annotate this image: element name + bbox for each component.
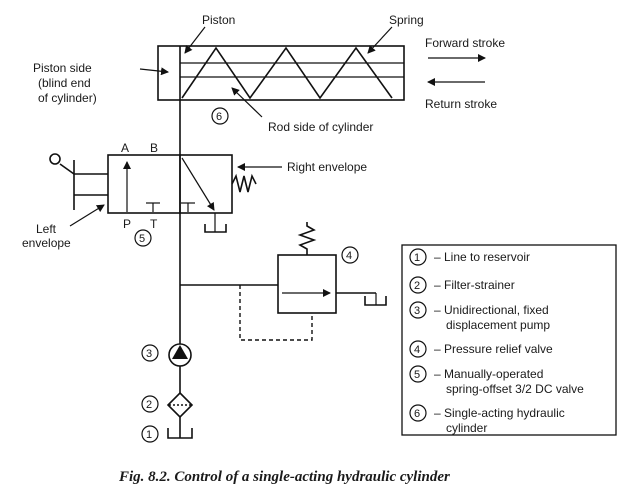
filter-body [166, 391, 194, 419]
port-a-label: A [121, 141, 129, 155]
marker-3 [141, 344, 159, 362]
legend-item: 2 – Filter-strainer [409, 276, 515, 294]
marker-2-text: 2 [146, 399, 152, 411]
pressure-relief-valve [239, 222, 387, 341]
legend-item-text: cylinder [446, 421, 487, 435]
legend-marker [409, 404, 427, 422]
legend-marker [409, 365, 427, 383]
flow-arrow-a-to-t [181, 157, 215, 211]
spring-leader [367, 26, 393, 54]
piston-side-label: Piston side [33, 61, 92, 75]
relief-pilot-line [239, 285, 313, 341]
left-envelope-label: envelope [22, 236, 71, 250]
piston-side-label: (blind end [38, 76, 91, 90]
hydraulic-cylinder [157, 45, 405, 101]
legend-marker-number: 3 [414, 305, 420, 317]
spring-label: Spring [389, 13, 424, 27]
legend-marker [409, 248, 427, 266]
port-t-label: T [150, 217, 158, 231]
port-p-label: P [123, 217, 131, 231]
valve-return-spring [231, 173, 257, 193]
marker-1 [141, 425, 159, 443]
marker-1-text: 1 [146, 429, 152, 441]
legend-item-text: – Single-acting hydraulic [434, 406, 565, 420]
marker-4-text: 4 [346, 250, 352, 262]
legend-marker-number: 4 [414, 344, 420, 356]
left-envelope-leader [69, 204, 105, 227]
legend-marker [409, 276, 427, 294]
filter-strainer [166, 391, 194, 419]
piston-side-leader [139, 67, 169, 76]
rod-side-leader [231, 87, 263, 118]
pump [168, 343, 192, 367]
pump-arrow [172, 345, 188, 359]
figure-caption: Fig. 8.2. Control of a single-acting hyd… [118, 469, 450, 485]
rod-side-label: Rod side of cylinder [268, 120, 373, 134]
piston-label: Piston [202, 13, 235, 27]
piston-side-label: of cylinder) [38, 91, 97, 105]
relief-spring [297, 222, 317, 255]
forward-stroke-label: Forward stroke [425, 36, 505, 50]
legend-marker-number: 2 [414, 280, 420, 292]
legend-marker-number: 5 [414, 369, 420, 381]
cylinder-barrel [157, 45, 405, 101]
marker-6-text: 6 [216, 111, 222, 123]
port-b-label: B [150, 141, 158, 155]
legend-item: 4 – Pressure relief valve [409, 340, 553, 358]
marker-2 [141, 395, 159, 413]
legend-item: 1 – Line to reservoir [409, 248, 530, 266]
spring-zigzag [181, 46, 393, 100]
return-stroke-label: Return stroke [425, 97, 497, 111]
legend-item-text: – Pressure relief valve [434, 342, 553, 356]
legend-item-text: – Unidirectional, fixed [434, 303, 549, 317]
marker-5-text: 5 [139, 233, 145, 245]
valve-left-envelope [107, 154, 181, 214]
legend-marker-number: 6 [414, 408, 420, 420]
legend-marker-number: 1 [414, 252, 420, 264]
left-envelope-label: Left [36, 222, 57, 236]
piston-leader [184, 26, 206, 54]
legend-list: 1 – Line to reservoir 2 – Filter-strainer 3 –… [409, 248, 584, 435]
directional-control-valve [107, 154, 233, 214]
lever-knob [49, 153, 61, 165]
marker-3-text: 3 [146, 348, 152, 360]
legend-marker [409, 301, 427, 319]
legend-box [401, 244, 617, 436]
legend-item-text: – Manually-operated [434, 367, 543, 381]
marker-5 [134, 229, 152, 247]
legend-item-text: – Line to reservoir [434, 250, 530, 264]
right-envelope-label: Right envelope [287, 160, 367, 174]
legend-item-text: displacement pump [446, 318, 550, 332]
marker-4 [341, 246, 359, 264]
reservoir-tank-symbol [167, 428, 193, 439]
legend-marker [409, 340, 427, 358]
marker-6 [211, 107, 229, 125]
legend-item-text: spring-offset 3/2 DC valve [446, 382, 584, 396]
relief-valve-body [277, 254, 337, 314]
manual-lever [49, 153, 108, 210]
legend-item-text: – Filter-strainer [434, 278, 515, 292]
